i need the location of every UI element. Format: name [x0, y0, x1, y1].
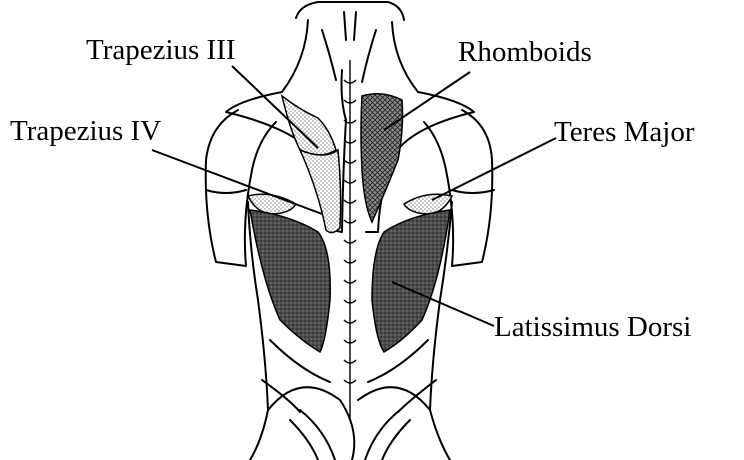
trapezius-iii-region [282, 96, 336, 155]
latissimus-dorsi-right-region [372, 210, 450, 352]
trapezius-iii-leader [232, 66, 318, 148]
latissimus-dorsi-label: Latissimus Dorsi [494, 313, 691, 342]
left-arm-band [206, 190, 246, 193]
trapezius-iv-label: Trapezius IV [10, 117, 161, 146]
trapezius-iv-region [300, 150, 341, 233]
lower-back-lines [262, 340, 436, 412]
trapezius-iv-leader [152, 150, 322, 214]
head-outline [296, 2, 404, 20]
right-arm-band [452, 190, 494, 193]
neck-inner-lines [322, 12, 376, 82]
trapezius-iii-label: Trapezius III [86, 36, 236, 65]
rhomboids-label: Rhomboids [458, 38, 592, 67]
leader-lines [152, 66, 556, 326]
teres-major-label: Teres Major [554, 118, 695, 147]
spine [344, 60, 356, 420]
